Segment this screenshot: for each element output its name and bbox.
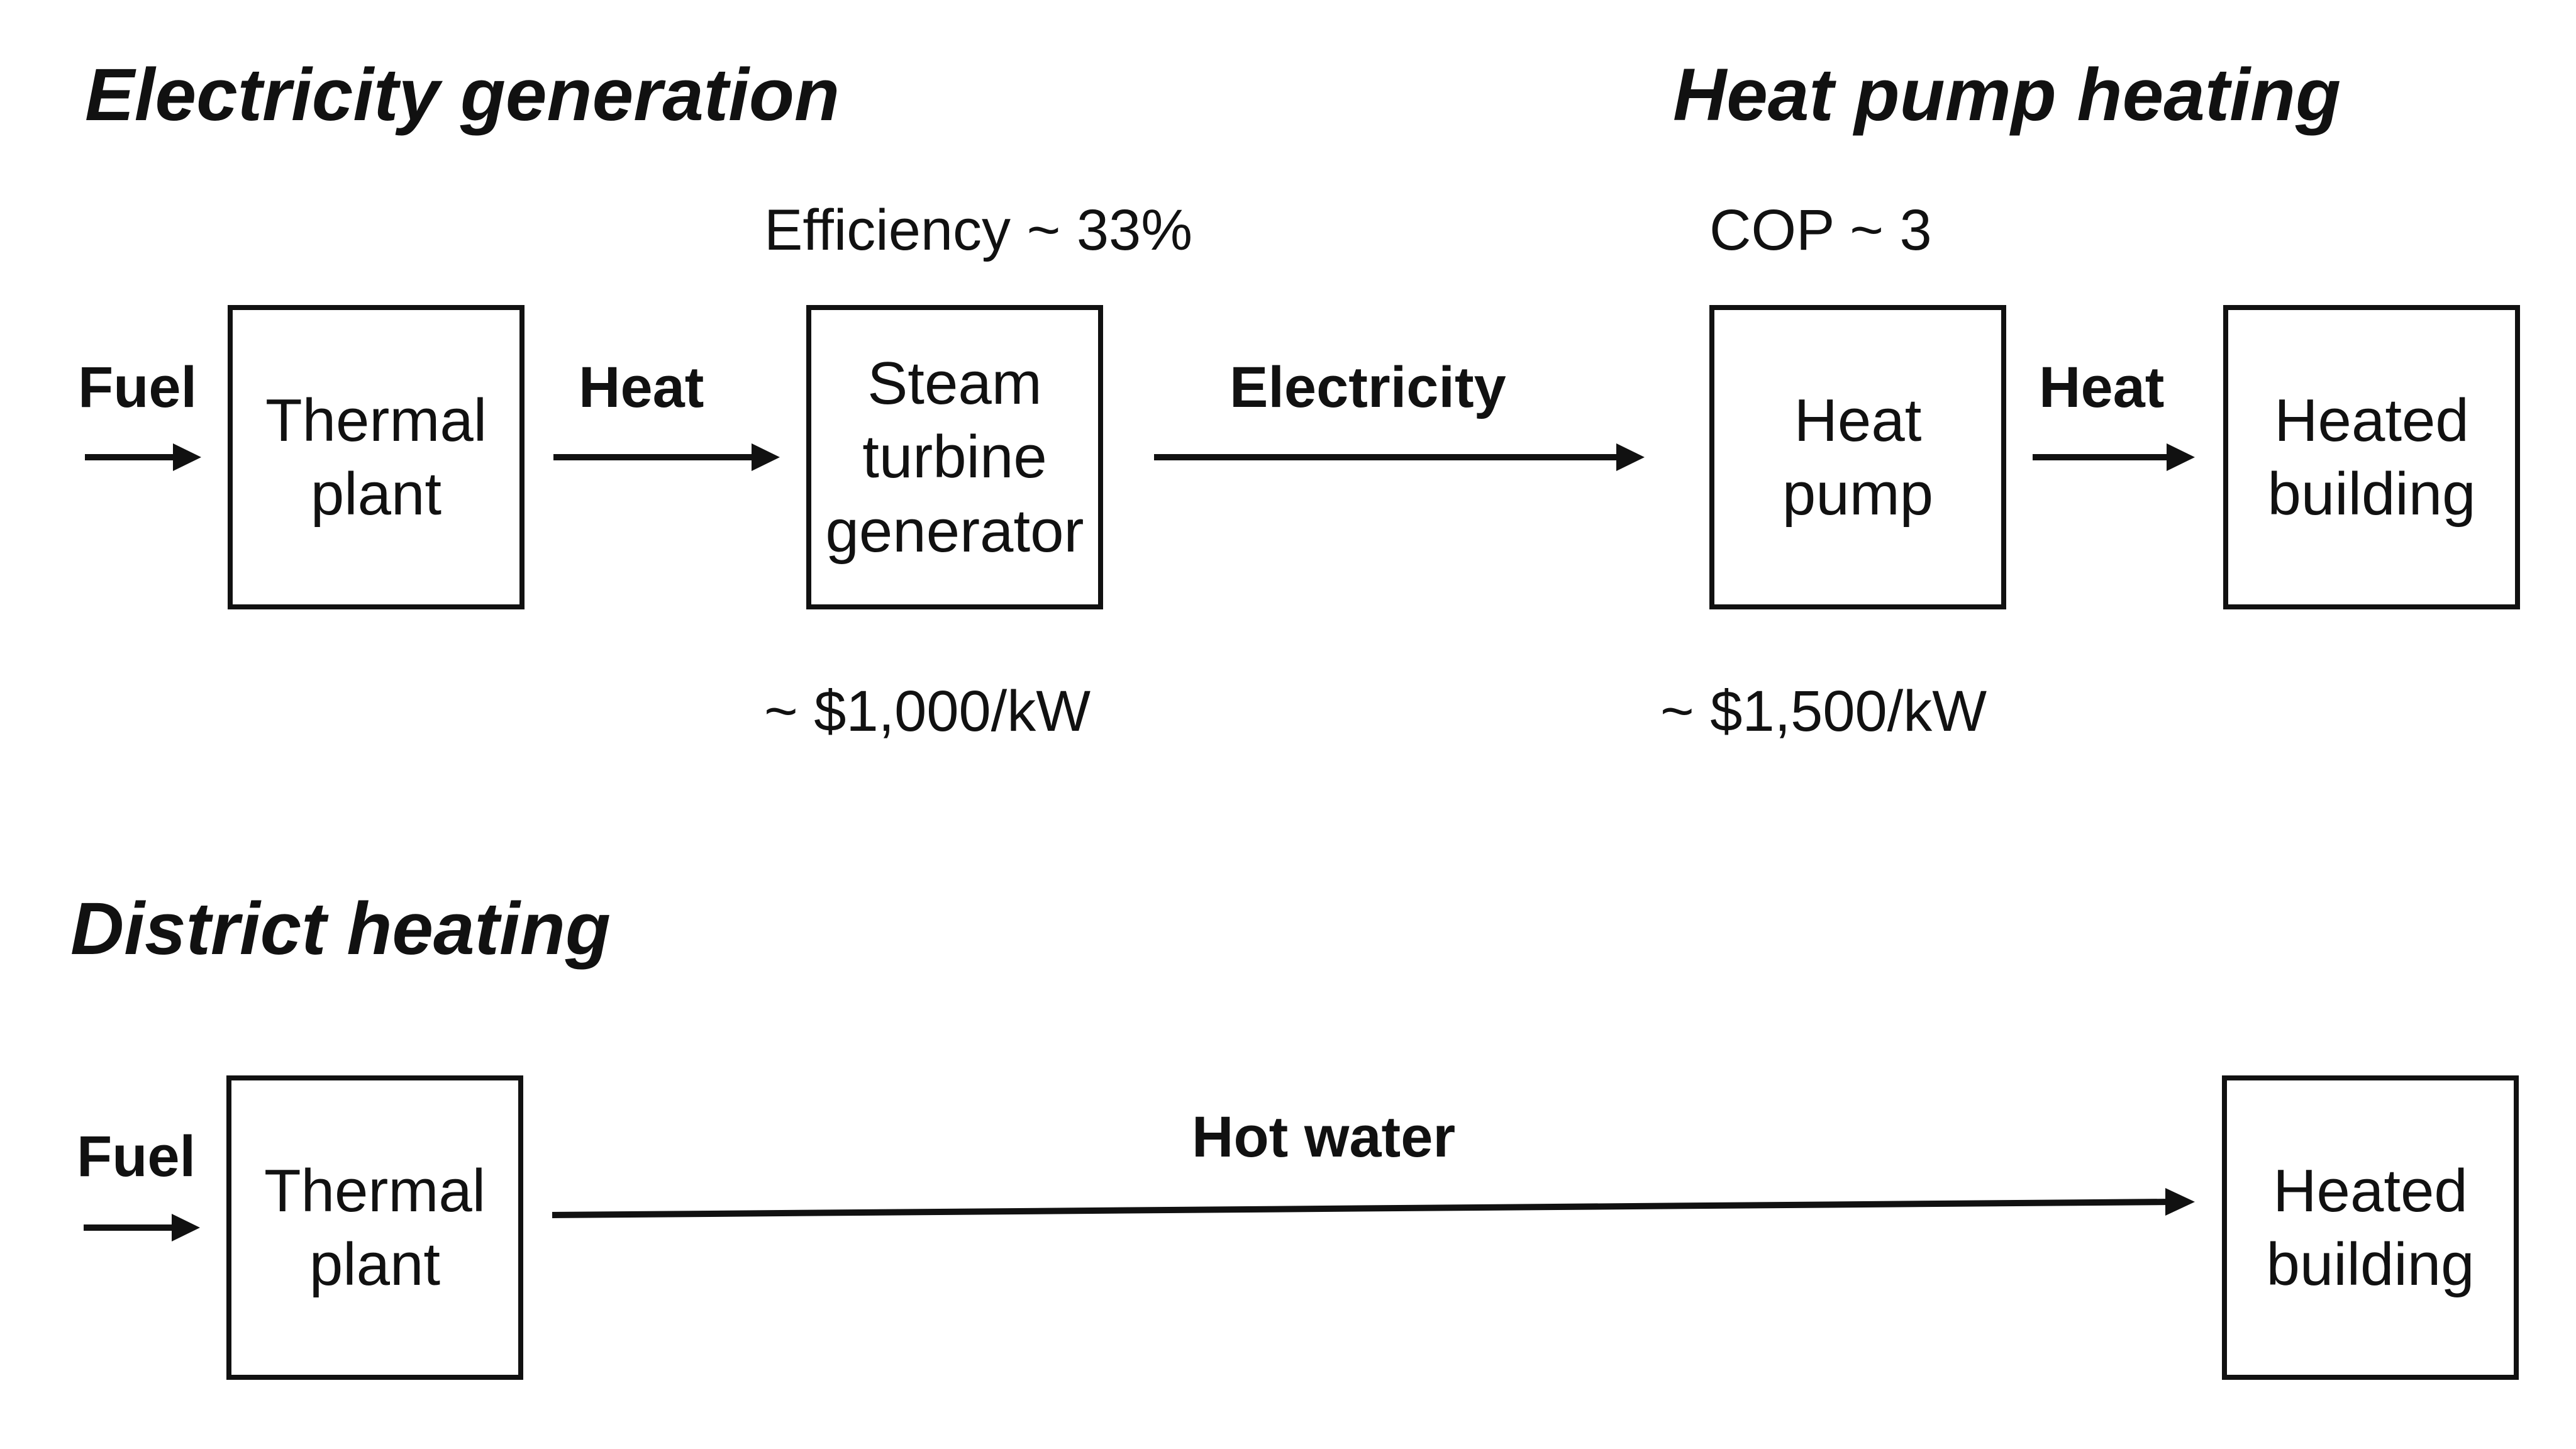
heat-arrowhead-pump-to-building <box>2167 443 2195 471</box>
fuel-arrowhead-bottom <box>172 1214 200 1241</box>
electricity-arrowhead <box>1616 443 1645 471</box>
heated-building-label-top: Heated building <box>2267 386 2476 528</box>
steam-turbine-generator-box: Steam turbine generator <box>806 305 1103 609</box>
hot-water-arrow <box>552 1199 2172 1218</box>
heat-pump-cost-note: ~ $1,500/kW <box>1660 679 1987 743</box>
generator-cost-note: ~ $1,000/kW <box>764 679 1091 743</box>
fuel-label-top: Fuel <box>78 355 197 419</box>
heat-arrowhead-plant-to-turbine <box>752 443 780 471</box>
thermal-plant-box-bottom: Thermal plant <box>226 1075 523 1380</box>
hot-water-arrowhead <box>2165 1188 2195 1216</box>
heat-pump-heating-title: Heat pump heating <box>1673 53 2341 136</box>
fuel-label-bottom: Fuel <box>77 1124 196 1189</box>
cop-note: COP ~ 3 <box>1709 198 1932 262</box>
thermal-plant-label-bottom: Thermal plant <box>264 1157 486 1298</box>
steam-turbine-generator-label: Steam turbine generator <box>825 350 1084 565</box>
heated-building-box-bottom: Heated building <box>2222 1075 2519 1380</box>
heat-label-plant-to-turbine: Heat <box>579 355 704 419</box>
thermal-plant-box-top: Thermal plant <box>228 305 525 609</box>
heated-building-box-top: Heated building <box>2223 305 2520 609</box>
heated-building-label-bottom: Heated building <box>2266 1157 2475 1298</box>
electricity-label: Electricity <box>1230 355 1506 419</box>
electricity-generation-title: Electricity generation <box>85 53 840 136</box>
fuel-arrowhead-top <box>173 443 201 471</box>
hot-water-label: Hot water <box>1192 1105 1456 1169</box>
heat-label-pump-to-building: Heat <box>2039 355 2165 419</box>
thermal-plant-label-top: Thermal plant <box>265 386 487 528</box>
efficiency-note: Efficiency ~ 33% <box>764 198 1193 262</box>
heat-pump-label: Heat pump <box>1782 386 1934 528</box>
district-heating-title: District heating <box>70 887 611 970</box>
heat-pump-box: Heat pump <box>1709 305 2006 609</box>
